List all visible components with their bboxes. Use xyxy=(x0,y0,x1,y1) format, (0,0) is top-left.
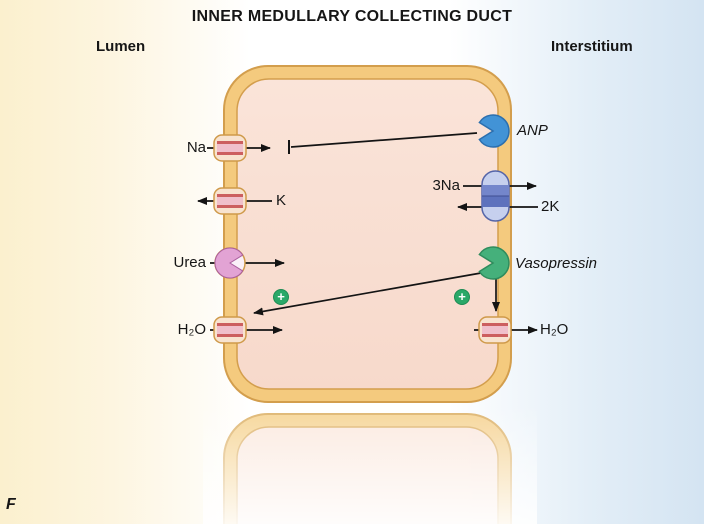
h2o-channel-luminal-shape xyxy=(213,316,247,344)
anp-inhibition-line xyxy=(288,132,478,154)
diagram-title: INNER MEDULLARY COLLECTING DUCT xyxy=(191,8,513,25)
urea-transporter-shape xyxy=(214,247,246,279)
h2o-channel-basolateral-shape xyxy=(478,316,512,344)
vasopressin-to-luminal-h2o-arrow xyxy=(253,272,482,316)
anp-label: ANP xyxy=(517,122,548,139)
na-label: Na xyxy=(186,139,206,156)
vasopressin-action-lines xyxy=(253,272,500,316)
h2o-luminal-label: H₂O xyxy=(177,321,206,338)
urea-label: Urea xyxy=(173,254,206,271)
pump-3na-label: 3Na xyxy=(432,177,460,194)
bottom-fade xyxy=(203,404,537,524)
vasopressin-hormone-shape xyxy=(478,246,510,280)
imcd-cell xyxy=(223,65,512,403)
anp-hormone-shape xyxy=(478,114,510,148)
pump-2k-label: 2K xyxy=(541,198,560,215)
cell-cytoplasm xyxy=(236,78,499,390)
vasopressin-label: Vasopressin xyxy=(515,255,597,272)
na-k-pump-shape xyxy=(481,170,510,222)
h2o-basolateral-label: H₂O xyxy=(540,321,569,338)
lumen-label: Lumen xyxy=(96,38,146,55)
interstitium-label: Interstitium xyxy=(551,38,633,55)
stimulation-plus-left: + xyxy=(273,289,289,305)
na-channel-shape xyxy=(213,134,247,162)
stimulation-plus-right: + xyxy=(454,289,470,305)
figure-panel-letter: F xyxy=(6,496,16,513)
k-label: K xyxy=(276,192,287,209)
k-channel-shape xyxy=(213,187,247,215)
